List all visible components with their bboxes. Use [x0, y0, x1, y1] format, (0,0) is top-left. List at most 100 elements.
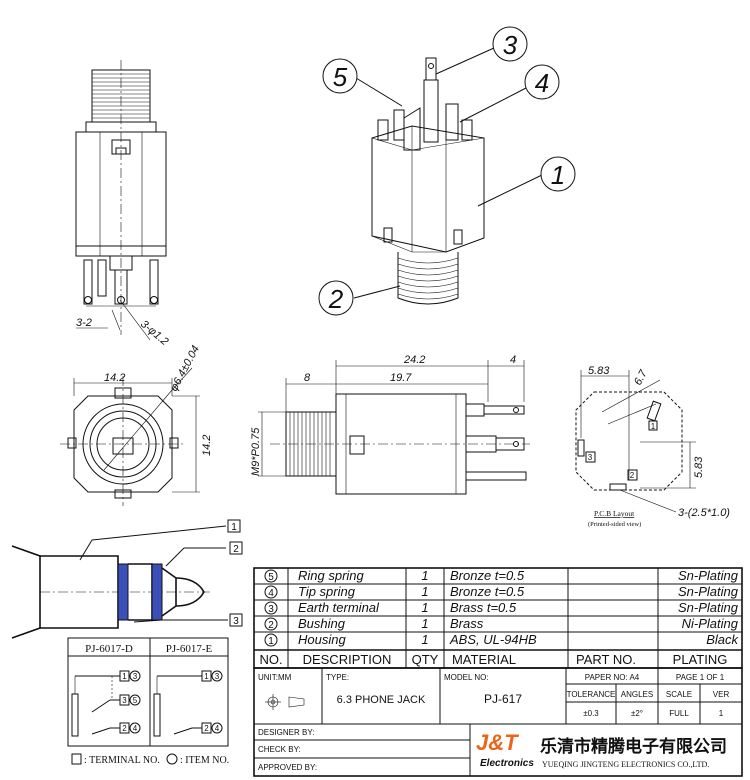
bom-item-circle — [264, 601, 278, 615]
dim-phi-1-2: 3-φ1.2 — [138, 318, 170, 348]
pcb-title: P.C.B Layout — [594, 509, 635, 518]
schem-pin: 3 — [215, 672, 220, 681]
plug-label-3: 3 — [233, 616, 239, 627]
isometric-view: 5 3 4 1 2 — [318, 26, 576, 316]
bom-cell-desc: Ring spring — [298, 568, 365, 583]
bom-cell-material: ABS, UL-94HB — [449, 632, 537, 647]
pcb-pin2: 2 — [630, 471, 635, 480]
company-name-cn: 乐清市精腾电子有限公司 — [540, 736, 727, 756]
schem-pin: 3 — [122, 696, 127, 705]
bom-cell-no: 5 — [268, 572, 274, 583]
plug-label-1: 1 — [231, 522, 237, 533]
dim-thread: M9*P0.75 — [250, 427, 262, 476]
model-value: PJ-617 — [484, 692, 522, 706]
callout-3-label: 3 — [503, 30, 518, 60]
dim-bushing: 8 — [304, 372, 311, 384]
bom-header-desc: DESCRIPTION — [303, 652, 392, 667]
page-no: PAGE 1 OF 1 — [676, 673, 725, 682]
callout-4-label: 4 — [535, 68, 549, 98]
front-hole: φ6.4±0.04 — [168, 344, 202, 394]
plug-drawing: 1 2 3 — [11, 519, 243, 639]
bom-cell-material: Bronze t=0.5 — [450, 584, 525, 599]
tolerance-label: TOLERANCE — [567, 690, 616, 699]
callout-3 — [492, 26, 528, 62]
pcb-pin3: 3 — [588, 453, 593, 462]
callout-2 — [318, 280, 354, 316]
side-view: 3-2 3-φ1.2 — [75, 60, 170, 348]
bom-header-part: PART NO. — [576, 652, 636, 667]
tolerance-value: ±0.3 — [583, 709, 599, 718]
callout-2-label: 2 — [328, 284, 344, 314]
check-label: CHECK BY: — [258, 745, 301, 754]
legend-terminal: : TERMINAL NO. — [84, 755, 160, 766]
dim-total: 24.2 — [403, 354, 425, 366]
callout-1 — [540, 156, 576, 192]
callout-1-label: 1 — [551, 160, 565, 190]
bom-cell-plating: Black — [706, 632, 739, 647]
paper-no: PAPER NO: A4 — [585, 673, 640, 682]
bom-cell-no: 1 — [268, 636, 274, 647]
front-width: 14.2 — [104, 372, 125, 384]
bom-cell-desc: Earth terminal — [298, 600, 380, 615]
schematic-title-d: PJ-6017-D — [85, 643, 133, 655]
bom-cell-qty: 1 — [421, 632, 428, 647]
bom-item-circle — [264, 617, 278, 631]
bom-cell-qty: 1 — [421, 600, 428, 615]
logo-sub: Electronics — [480, 758, 534, 769]
company-logo: J&T Electronics — [476, 730, 534, 769]
bom-cell-plating: Sn-Plating — [678, 600, 739, 615]
callout-5 — [322, 58, 358, 94]
bom-cell-plating: Sn-Plating — [678, 568, 739, 583]
bom-cell-qty: 1 — [421, 616, 428, 631]
bom-header-plating: PLATING — [673, 652, 728, 667]
schem-pin: 2 — [204, 724, 209, 733]
bom-item-circle — [264, 569, 278, 583]
bom-cell-material: Brass — [450, 616, 484, 631]
schem-pin: 4 — [215, 724, 220, 733]
schem-pin: 5 — [133, 696, 138, 705]
angles-value: ±2° — [631, 709, 643, 718]
model-label: MODEL NO: — [444, 673, 489, 682]
pcb-dim-y: 5.83 — [693, 456, 705, 478]
bom-cell-no: 4 — [268, 588, 274, 599]
type-value: 6.3 PHONE JACK — [337, 694, 426, 706]
approved-label: APPROVED BY: — [258, 763, 317, 772]
bom-header-qty: QTY — [412, 652, 439, 667]
pcb-dim-diag: 6.7 — [632, 367, 650, 387]
profile-view: 24.2 4 8 19.7 M9*P0.75 — [250, 354, 530, 495]
schematic-title-e: PJ-6017-E — [166, 643, 213, 655]
unit-label: UNIT:MM — [258, 673, 292, 682]
bom-cell-desc: Housing — [298, 632, 346, 647]
dim-tab: 4 — [510, 354, 516, 366]
bom-cell-desc: Bushing — [298, 616, 346, 631]
pcb-dim-x: 5.83 — [588, 365, 610, 377]
schem-pin: 2 — [122, 724, 127, 733]
pcb-layout: 1 3 2 5.83 6.7 5.83 3-(2.5*1.0) P.C.B La… — [575, 365, 730, 528]
bom-cell-qty: 1 — [421, 584, 428, 599]
bom-cell-desc: Tip spring — [298, 584, 356, 599]
schem-pin: 1 — [122, 672, 127, 681]
callout-5-label: 5 — [333, 62, 348, 92]
title-block: UNIT:MM TYPE: 6.3 PHONE JACK MODEL NO: P… — [253, 667, 743, 777]
schem-pin: 1 — [204, 672, 209, 681]
pcb-subtitle: (Printed-sided view) — [588, 521, 641, 528]
dim-body: 19.7 — [390, 372, 412, 384]
legend-item: : ITEM NO. — [180, 755, 229, 766]
angles-label: ANGLES — [621, 690, 653, 699]
callout-4 — [524, 64, 560, 100]
plug-label-2: 2 — [233, 544, 239, 555]
bom-cell-material: Bronze t=0.5 — [450, 568, 525, 583]
bom-item-circle — [264, 633, 278, 647]
schematic: PJ-6017-D PJ-6017-E 1 3 3 5 2 4 1 3 2 — [67, 637, 229, 766]
pcb-pin1: 1 — [651, 422, 656, 431]
bom-cell-no: 2 — [268, 620, 274, 631]
bom-cell-qty: 1 — [421, 568, 428, 583]
pcb-holes: 3-(2.5*1.0) — [678, 507, 730, 519]
schem-pin: 3 — [133, 672, 138, 681]
dim-3-2: 3-2 — [76, 317, 92, 329]
ver-value: 1 — [719, 709, 724, 718]
bom-header: NO. DESCRIPTION QTY MATERIAL PART NO. PL… — [259, 652, 727, 667]
bom-cell-plating: Sn-Plating — [678, 584, 739, 599]
